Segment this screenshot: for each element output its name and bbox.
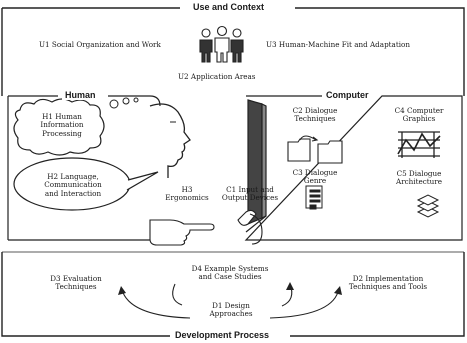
node-c2-line-2: Techniques bbox=[294, 114, 336, 124]
node-c2: C2 Dialogue Techniques bbox=[282, 106, 348, 124]
node-d3-line-1: D3 Evaluation bbox=[50, 274, 102, 283]
node-d2-line-1: D2 Implementation bbox=[352, 274, 424, 283]
section-human: Human bbox=[62, 90, 99, 100]
node-h2: H2 Language, Communication and Interacti… bbox=[34, 172, 112, 198]
node-c5-line-1: C5 Dialogue bbox=[396, 169, 442, 178]
node-h3-line-2: Ergonomics bbox=[165, 193, 209, 203]
node-d4-line-1: D4 Example Systems bbox=[191, 264, 269, 273]
head-silhouette-icon bbox=[149, 103, 191, 178]
node-d3-line-2: Techniques bbox=[55, 282, 97, 292]
mouse-icon bbox=[237, 209, 263, 245]
node-c4-line-1: C4 Computer bbox=[394, 106, 444, 115]
node-d2: D2 Implementation Techniques and Tools bbox=[338, 274, 438, 292]
node-h1-line-2: Information bbox=[40, 120, 84, 130]
node-h3-line-1: H3 bbox=[181, 185, 193, 194]
node-c1: C1 Input and Output Devices bbox=[218, 185, 282, 203]
node-c4-line-2: Graphics bbox=[402, 114, 436, 124]
arrowhead-d3 bbox=[118, 286, 126, 295]
arrowhead-d4-loop bbox=[286, 282, 294, 290]
context-frame bbox=[1, 7, 465, 96]
bubble-dot-1 bbox=[109, 99, 119, 109]
node-h2-line-2: Communication bbox=[44, 180, 102, 190]
hand-icon bbox=[149, 219, 215, 246]
node-d4: D4 Example Systems and Case Studies bbox=[178, 264, 282, 282]
node-c1-line-1: C1 Input and bbox=[226, 185, 274, 194]
node-h1-line-1: H1 Human bbox=[42, 112, 82, 121]
d3-to-d1-arrow bbox=[121, 289, 191, 319]
human-frame bbox=[7, 95, 161, 241]
section-development-process: Development Process bbox=[172, 330, 273, 340]
bubble-dot-2 bbox=[122, 97, 130, 105]
section-use-and-context: Use and Context bbox=[190, 2, 268, 12]
arrowhead-d2 bbox=[334, 286, 342, 295]
node-d4-line-2: and Case Studies bbox=[198, 272, 262, 282]
node-h1: H1 Human Information Processing bbox=[28, 112, 96, 138]
node-h2-line-1: H2 Language, bbox=[47, 172, 99, 181]
monitor-icon bbox=[245, 99, 267, 233]
node-d1-line-1: D1 Design bbox=[212, 301, 250, 310]
section-computer: Computer bbox=[323, 90, 372, 100]
graphics-chart-icon bbox=[397, 131, 441, 158]
people-icon bbox=[199, 25, 244, 63]
node-c5-line-2: Architecture bbox=[396, 177, 442, 187]
d4-to-d1-loop-arrow bbox=[172, 283, 183, 306]
node-d1: D1 Design Approaches bbox=[198, 301, 264, 319]
node-c4: C4 Computer Graphics bbox=[384, 106, 454, 124]
node-u1: U1 Social Organization and Work bbox=[39, 40, 161, 49]
node-d3: D3 Evaluation Techniques bbox=[38, 274, 114, 292]
node-u3: U3 Human-Machine Fit and Adaptation bbox=[266, 40, 410, 49]
node-h2-line-3: and Interaction bbox=[44, 188, 102, 198]
layers-icon bbox=[416, 194, 440, 218]
thought-bubble bbox=[13, 98, 105, 156]
development-frame bbox=[1, 252, 465, 337]
bubble-dot-3 bbox=[133, 97, 139, 103]
node-h1-line-3: Processing bbox=[42, 128, 82, 138]
folders-icon bbox=[287, 135, 343, 164]
node-u2: U2 Application Areas bbox=[178, 72, 256, 81]
node-d1-line-2: Approaches bbox=[209, 309, 253, 319]
node-c3: C3 Dialogue Genre bbox=[282, 168, 348, 186]
node-c1-line-2: Output Devices bbox=[221, 193, 279, 203]
node-c3-line-2: Genre bbox=[303, 176, 327, 186]
node-c5: C5 Dialogue Architecture bbox=[384, 169, 454, 187]
node-d2-line-2: Techniques and Tools bbox=[348, 282, 428, 292]
computer-frame bbox=[244, 95, 463, 241]
d1-to-d2-arrow bbox=[269, 291, 339, 319]
node-h3: H3 Ergonomics bbox=[161, 185, 213, 203]
node-c2-line-1: C2 Dialogue bbox=[292, 106, 338, 115]
form-icon bbox=[305, 185, 323, 210]
speech-tail bbox=[126, 171, 159, 191]
node-c3-line-1: C3 Dialogue bbox=[292, 168, 338, 177]
